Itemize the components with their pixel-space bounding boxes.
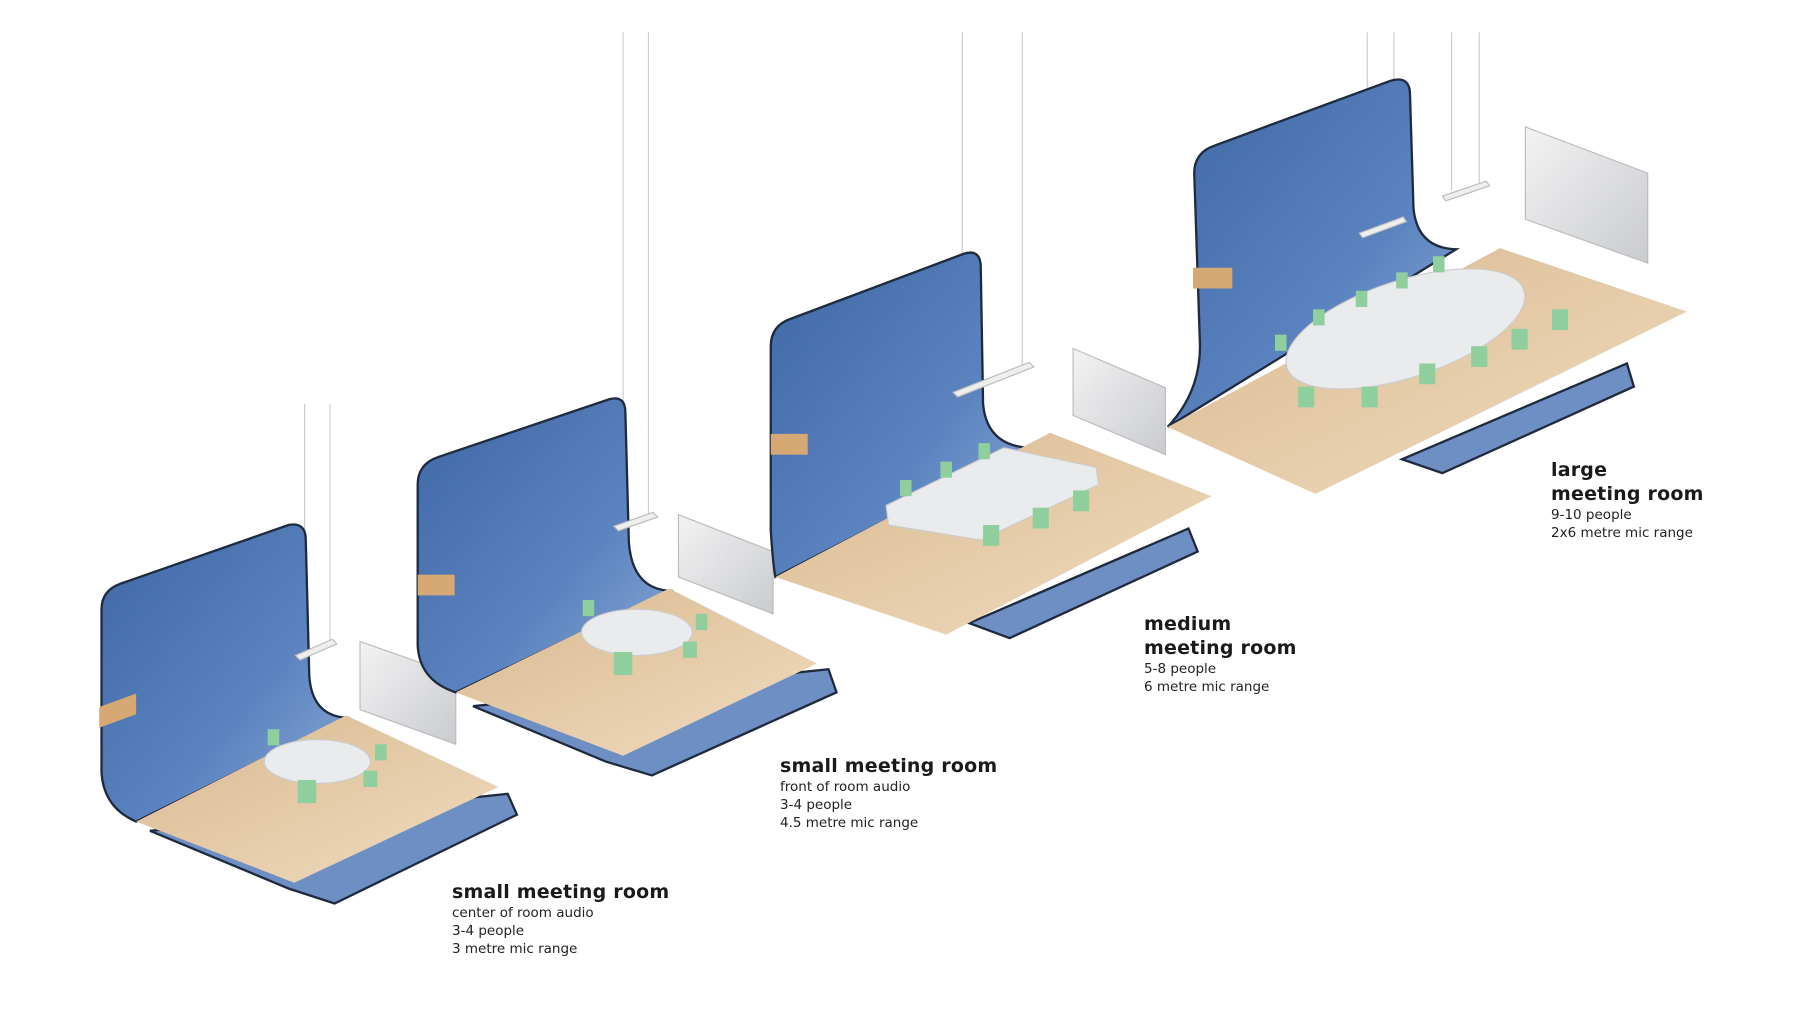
room-detail: front of room audio: [780, 779, 911, 795]
table: [885, 447, 1100, 541]
room-label-medium: medium meeting room 5-8 people 6 metre m…: [1144, 612, 1297, 696]
camera-bar: [99, 693, 137, 728]
room-detail: 3-4 people: [780, 797, 853, 813]
camera-bar: [1193, 267, 1233, 289]
room-label-large: large meeting room 9-10 people 2x6 metre…: [1551, 458, 1704, 542]
light-fixture: [612, 511, 659, 532]
floor: [136, 715, 499, 883]
display-screen: [677, 513, 774, 615]
camera-bar: [417, 574, 455, 596]
room-detail: 3 metre mic range: [452, 941, 578, 957]
room-detail: center of room audio: [452, 905, 594, 921]
room-detail: 3-4 people: [452, 923, 525, 939]
light-fixture: [952, 361, 1035, 398]
room-large: [1166, 32, 1687, 494]
light-fixture: [294, 638, 338, 661]
chairs: [267, 729, 387, 804]
room-medium: [769, 32, 1212, 640]
light-fixture: [1441, 180, 1491, 202]
room-small-front-audio: [416, 32, 838, 777]
back-wall: [1166, 78, 1461, 428]
room-detail: 4.5 metre mic range: [780, 815, 919, 831]
room-detail: 5-8 people: [1144, 661, 1217, 677]
chairs: [900, 443, 1090, 546]
chairs: [582, 600, 708, 676]
room-title: large: [1551, 459, 1608, 481]
room-base: [966, 526, 1200, 640]
back-wall: [769, 251, 1032, 579]
room-title: medium: [1144, 613, 1232, 635]
room-label-small-center: small meeting room center of room audio …: [452, 880, 669, 958]
room-title: meeting room: [1551, 483, 1704, 505]
room-base: [1398, 361, 1636, 475]
chairs: [1275, 256, 1569, 408]
floor: [455, 588, 817, 756]
table: [580, 608, 693, 656]
room-title: meeting room: [1144, 637, 1297, 659]
room-detail: 9-10 people: [1551, 507, 1632, 523]
camera-bar: [770, 433, 808, 455]
room-label-small-front: small meeting room front of room audio 3…: [780, 754, 997, 832]
room-detail: 6 metre mic range: [1144, 679, 1270, 695]
room-detail: 2x6 metre mic range: [1551, 525, 1693, 541]
table: [263, 739, 371, 785]
light-fixture: [1358, 216, 1408, 239]
display-screen: [1072, 347, 1166, 456]
room-title: small meeting room: [452, 881, 670, 903]
room-title: small meeting room: [780, 755, 998, 777]
display-screen: [1524, 126, 1649, 264]
